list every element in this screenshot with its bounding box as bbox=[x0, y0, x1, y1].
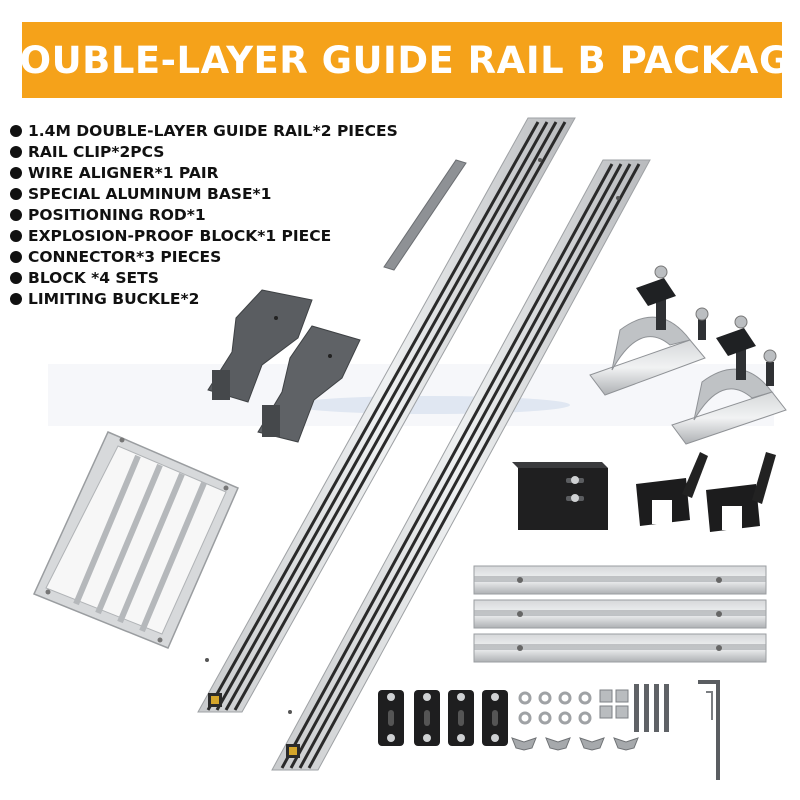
contents-item: BLOCK *4 SETS bbox=[10, 268, 398, 289]
contents-item: WIRE ALIGNER*1 PAIR bbox=[10, 163, 398, 184]
block-sets bbox=[378, 690, 508, 746]
bullet-icon bbox=[10, 272, 22, 284]
bullet-icon bbox=[10, 209, 22, 221]
contents-item: EXPLOSION-PROOF BLOCK*1 PIECE bbox=[10, 226, 398, 247]
contents-item-label: SPECIAL ALUMINUM BASE*1 bbox=[28, 185, 272, 203]
contents-item-label: WIRE ALIGNER*1 PAIR bbox=[28, 164, 219, 182]
bullet-icon bbox=[10, 293, 22, 305]
contents-item: POSITIONING ROD*1 bbox=[10, 205, 398, 226]
aluminum-base bbox=[32, 431, 239, 649]
contents-item: 1.4M DOUBLE-LAYER GUIDE RAIL*2 PIECES bbox=[10, 121, 398, 142]
contents-item: LIMITING BUCKLE*2 bbox=[10, 289, 398, 310]
hardware-small-parts bbox=[511, 684, 669, 751]
wire-aligner-pair bbox=[207, 289, 361, 443]
guide-rail-2 bbox=[271, 159, 651, 771]
bullet-icon bbox=[10, 125, 22, 137]
bullet-icon bbox=[10, 188, 22, 200]
connector-set bbox=[473, 565, 767, 663]
contents-item: SPECIAL ALUMINUM BASE*1 bbox=[10, 184, 398, 205]
hex-key-wrench bbox=[698, 680, 720, 780]
contents-item: CONNECTOR*3 PIECES bbox=[10, 247, 398, 268]
rail-clip-2 bbox=[671, 315, 787, 445]
explosion-proof-block bbox=[512, 462, 608, 530]
positioning-rod bbox=[383, 159, 467, 271]
bullet-icon bbox=[10, 167, 22, 179]
watermark-logo bbox=[290, 396, 570, 414]
contents-item-label: POSITIONING ROD*1 bbox=[28, 206, 206, 224]
limiting-buckle-pair bbox=[636, 452, 776, 532]
contents-item-label: CONNECTOR*3 PIECES bbox=[28, 248, 222, 266]
bullet-icon bbox=[10, 230, 22, 242]
guide-rail-1 bbox=[197, 117, 576, 713]
contents-item-label: 1.4M DOUBLE-LAYER GUIDE RAIL*2 PIECES bbox=[28, 122, 398, 140]
contents-item-label: EXPLOSION-PROOF BLOCK*1 PIECE bbox=[28, 227, 332, 245]
contents-item-label: LIMITING BUCKLE*2 bbox=[28, 290, 200, 308]
package-contents-list: 1.4M DOUBLE-LAYER GUIDE RAIL*2 PIECES RAI… bbox=[10, 121, 398, 310]
contents-item-label: RAIL CLIP*2PCS bbox=[28, 143, 165, 161]
bullet-icon bbox=[10, 251, 22, 263]
rail-clip-1 bbox=[589, 265, 709, 396]
hex-key-wrench-small bbox=[706, 691, 713, 720]
contents-item-label: BLOCK *4 SETS bbox=[28, 269, 159, 287]
contents-item: RAIL CLIP*2PCS bbox=[10, 142, 398, 163]
title-banner: DOUBLE-LAYER GUIDE RAIL B PACKAGE bbox=[0, 22, 800, 98]
bullet-icon bbox=[10, 146, 22, 158]
banner-title: DOUBLE-LAYER GUIDE RAIL B PACKAGE bbox=[0, 38, 800, 82]
